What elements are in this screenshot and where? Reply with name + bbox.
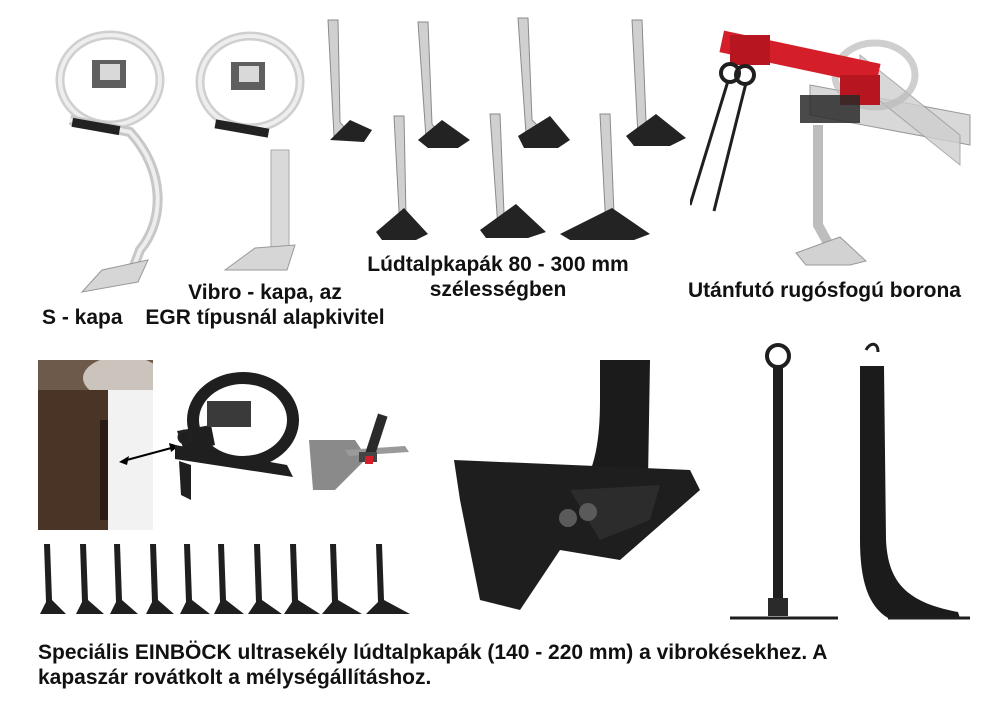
caption-borona: Utánfutó rugósfogú borona	[688, 279, 961, 302]
caption-s-kapa: S - kapa	[42, 306, 123, 329]
goosefoot-shares-image	[320, 12, 690, 252]
spring-harrow-image	[690, 15, 980, 275]
caption-einbock-line1: Speciális EINBÖCK ultrasekély lúdtalpkap…	[38, 641, 828, 664]
caption-ludtalp-line1: Lúdtalpkapák 80 - 300 mm	[367, 253, 629, 276]
vibro-tine-side-image	[848, 340, 973, 625]
s-tine-image	[30, 20, 165, 300]
caption-vibro-line2: EGR típusnál alapkivitel	[145, 306, 385, 329]
vibro-tine-front-image	[730, 340, 840, 625]
caption-ludtalp-line2: szélességben	[429, 278, 567, 301]
einbock-shares-row-image	[30, 540, 420, 630]
caption-vibro-line1: Vibro - kapa, az	[188, 281, 342, 304]
tine-photo-image	[38, 360, 153, 530]
small-share-image	[305, 410, 415, 500]
caption-vibro-kapa: Vibro - kapa, az EGR típusnál alapkivite…	[140, 280, 390, 330]
tine-clamp-image	[115, 365, 305, 510]
caption-ludtalpkapak: Lúdtalpkapák 80 - 300 mm szélességben	[358, 252, 638, 302]
caption-einbock-line2: kapaszár rovátkolt a mélységállításhoz.	[38, 666, 432, 689]
caption-einbock: Speciális EINBÖCK ultrasekély lúdtalpkap…	[38, 640, 827, 690]
large-share-image	[450, 360, 710, 620]
vibro-tine-image	[195, 20, 315, 290]
